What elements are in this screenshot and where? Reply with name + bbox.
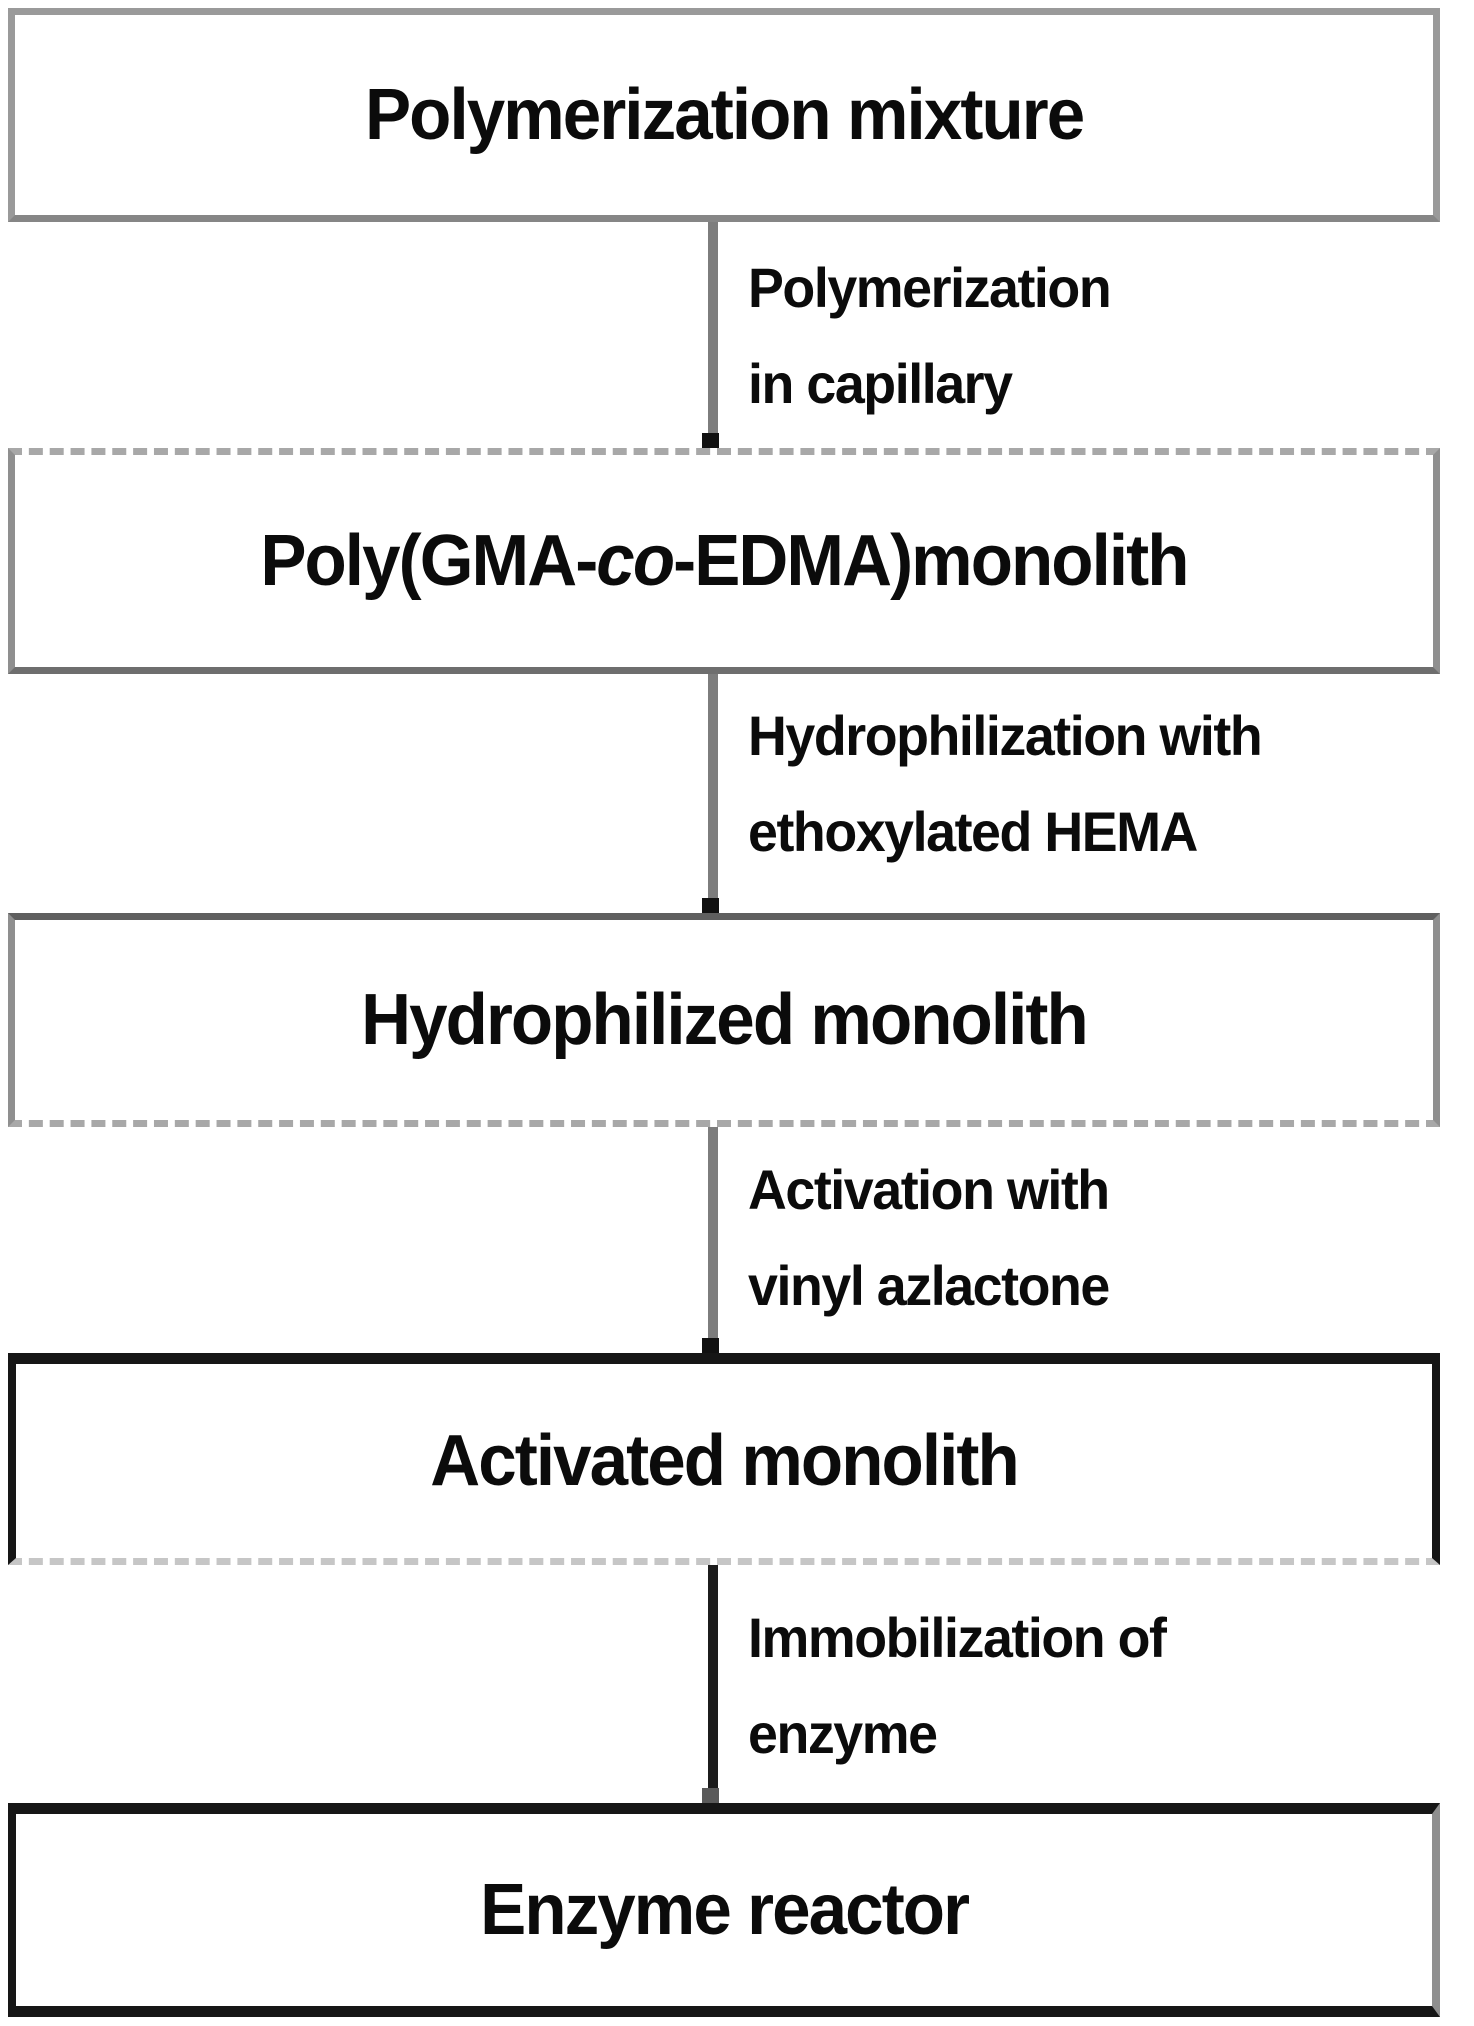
connector-line-1 [708, 222, 718, 448]
flow-box-polymerization-mixture: Polymerization mixture [8, 8, 1440, 222]
flow-box-hydrophilized-monolith: Hydrophilized monolith [8, 913, 1440, 1127]
flow-box-enzyme-reactor: Enzyme reactor [8, 1803, 1440, 2017]
step-label-line: vinyl azlactone [748, 1254, 1110, 1317]
connector-line-2 [708, 674, 718, 913]
step-label-line: in capillary [748, 352, 1013, 415]
step-label-line: ethoxylated HEMA [748, 800, 1198, 863]
connector-line-3 [708, 1127, 718, 1353]
step-label-line: Immobilization of [748, 1606, 1167, 1669]
arrow-tip-icon [702, 433, 719, 448]
box-label-part-post: -EDMA)monolith [673, 521, 1189, 601]
flow-box-poly-gma-co-edma-monolith: Poly(GMA-co-EDMA)monolith [8, 448, 1440, 674]
step-label-activation: Activation with vinyl azlactone [748, 1142, 1124, 1334]
step-label-line: Hydrophilization with [748, 704, 1263, 767]
arrow-tip-icon [702, 1788, 719, 1803]
arrow-tip-icon [702, 898, 719, 913]
step-label-line: Activation with [748, 1158, 1110, 1221]
arrow-tip-icon [702, 1338, 719, 1353]
flow-box-activated-monolith: Activated monolith [8, 1353, 1440, 1565]
box-label-poly-gma-co-edma-monolith: Poly(GMA-co-EDMA)monolith [260, 520, 1189, 602]
box-label-enzyme-reactor: Enzyme reactor [480, 1870, 970, 1950]
step-label-line: enzyme [748, 1702, 938, 1765]
box-label-hydrophilized-monolith: Hydrophilized monolith [361, 980, 1089, 1060]
box-label-part-pre: Poly(GMA- [260, 521, 598, 601]
connector-line-4 [708, 1565, 718, 1803]
box-label-polymerization-mixture: Polymerization mixture [364, 75, 1085, 155]
step-label-immobilization: Immobilization of enzyme [748, 1590, 1183, 1782]
box-label-activated-monolith: Activated monolith [430, 1421, 1019, 1501]
box-label-part-italic: co [596, 521, 675, 601]
step-label-polymerization-in-capillary: Polymerization in capillary [748, 240, 1125, 432]
step-label-hydrophilization: Hydrophilization with ethoxylated HEMA [748, 688, 1283, 880]
step-label-line: Polymerization [748, 256, 1112, 319]
